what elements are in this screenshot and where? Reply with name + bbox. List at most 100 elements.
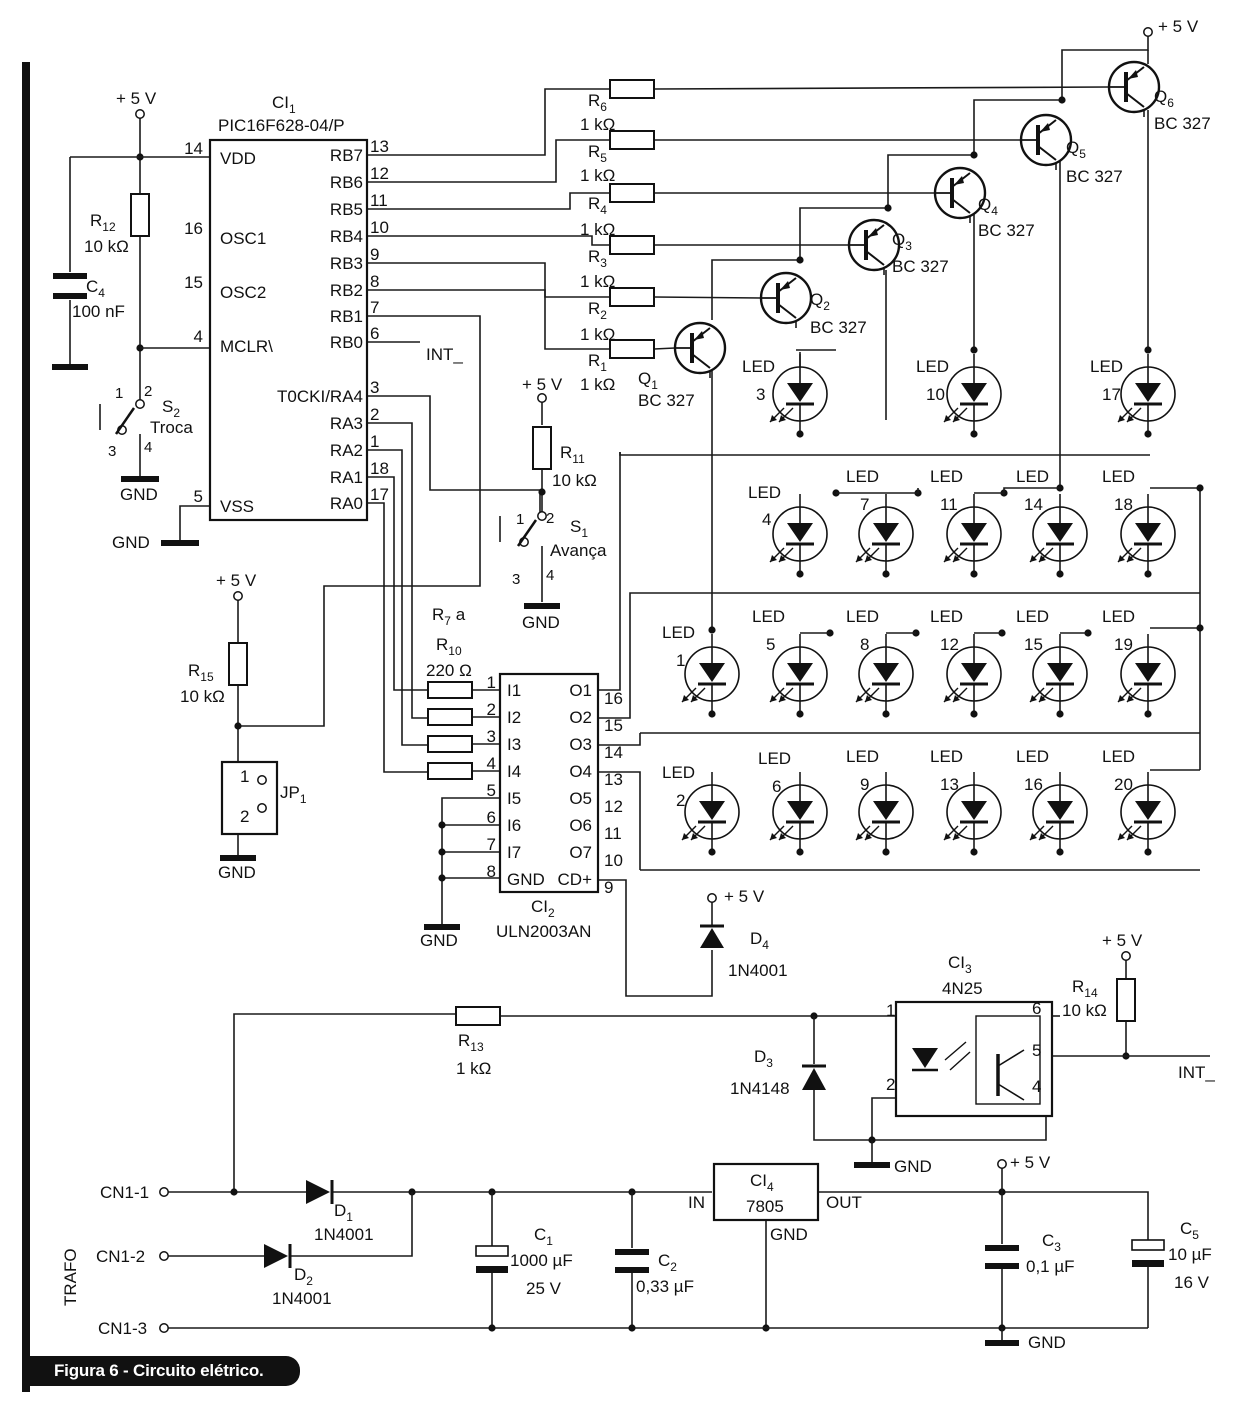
junction-dot	[882, 710, 890, 718]
ic2-pin-number: 3	[487, 727, 496, 746]
ic2-pin-name: GND	[507, 870, 545, 889]
light-arrowhead	[1118, 415, 1125, 422]
junction-dot	[796, 570, 804, 578]
ic2-pin-number: 5	[487, 781, 496, 800]
ic1-pin-number: 8	[370, 272, 379, 291]
junction-dot	[488, 1324, 496, 1332]
ic2-pin-name: I1	[507, 681, 521, 700]
ic3-collector	[997, 1049, 1025, 1067]
cn1-3-label: CN1-3	[98, 1319, 147, 1338]
junction-dot	[628, 1324, 636, 1332]
junction-dot	[796, 430, 804, 438]
led-13-label: LED	[930, 747, 963, 766]
ic2-pin-number: 4	[487, 754, 496, 773]
ic4-part: 7805	[746, 1197, 784, 1216]
d2-part: 1N4001	[272, 1289, 332, 1308]
r11-designator: R11	[560, 443, 585, 466]
int-label-opto: INT_	[1178, 1063, 1215, 1082]
c1-voltage: 25 V	[526, 1279, 562, 1298]
r6-designator: R6	[588, 91, 607, 114]
ic3-ray	[944, 1041, 967, 1061]
led-15-label: LED	[1016, 607, 1049, 626]
d3-body	[802, 1068, 826, 1090]
s1-name: Avança	[550, 541, 607, 560]
light-arrowhead	[1118, 833, 1125, 840]
wire	[367, 449, 428, 746]
r2-value: 1 kΩ	[580, 325, 615, 344]
ic2-pin-number: 11	[604, 824, 622, 843]
junction-dot	[884, 204, 892, 212]
ic1-pin-name: RB4	[330, 227, 363, 246]
ic1-pin-number: 14	[184, 139, 203, 158]
supply-label: + 5 V	[1158, 17, 1199, 36]
ic2-pin-number: 1	[487, 673, 496, 692]
light-arrowhead	[944, 695, 951, 702]
led-1-label: LED	[662, 623, 695, 642]
r13-value: 1 kΩ	[456, 1059, 491, 1078]
led-triangle	[873, 801, 899, 820]
terminal-circle	[537, 511, 547, 521]
wire	[290, 1192, 413, 1257]
light-arrowhead	[1039, 833, 1046, 840]
s2-pin: 3	[108, 443, 116, 460]
ic3-part: 4N25	[942, 979, 983, 998]
led-9-label: LED	[846, 747, 879, 766]
ic3-designator: CI3	[948, 953, 972, 976]
s1-pin: 1	[516, 511, 524, 528]
led-triangle	[699, 663, 725, 682]
ic2-pin-name: I2	[507, 708, 521, 727]
r7-r10-designator: R7 a	[432, 605, 466, 628]
junction-dot	[882, 848, 890, 856]
ic2-pin-number: 9	[604, 878, 613, 897]
led-1-number: 1	[676, 651, 685, 670]
led-triangle	[961, 663, 987, 682]
terminal-circle	[159, 1251, 169, 1261]
rb-trace	[367, 192, 610, 210]
d1-designator: D1	[334, 1201, 353, 1224]
light-arrowhead	[1127, 555, 1134, 562]
led-8-label: LED	[846, 607, 879, 626]
junction-dot	[230, 1188, 238, 1196]
ic2-pin-name: O4	[569, 762, 592, 781]
led-3-number: 3	[756, 385, 765, 404]
led-11-label: LED	[930, 467, 963, 486]
light-arrowhead	[856, 695, 863, 702]
ic2-pin-name: O2	[569, 708, 592, 727]
transistor-collector	[1037, 145, 1057, 161]
led-19-label: LED	[1102, 607, 1135, 626]
s2-pin: 1	[115, 385, 123, 402]
ic1-part-number: PIC16F628-04/P	[218, 116, 345, 135]
s2-gnd: GND	[120, 485, 158, 504]
ic2-uln2003	[498, 672, 600, 894]
c1-positive-plate	[475, 1245, 509, 1257]
c5-designator: C5	[1180, 1219, 1199, 1242]
r5-value: 1 kΩ	[580, 166, 615, 185]
s1-pin: 3	[512, 571, 520, 588]
ic2-pin-name: O5	[569, 789, 592, 808]
d2-designator: D2	[294, 1265, 313, 1288]
q3-designator: Q3	[892, 230, 912, 253]
ic1-pin-number: 9	[370, 245, 379, 264]
jp1-pin: 1	[240, 767, 249, 786]
ic1-pin-number: 15	[184, 273, 203, 292]
terminal-circle	[997, 1159, 1007, 1169]
c3	[985, 1245, 1019, 1251]
q2-part: BC 327	[810, 318, 867, 337]
transistor-arrow	[694, 331, 704, 340]
led-16-label: LED	[1016, 747, 1049, 766]
transistor-arrow	[954, 176, 964, 185]
q6-designator: Q6	[1154, 87, 1174, 110]
led-triangle	[961, 801, 987, 820]
junction-dot	[796, 848, 804, 856]
ic2-pin-number: 15	[604, 716, 623, 735]
r6-value: 1 kΩ	[580, 115, 615, 134]
r15	[228, 642, 248, 686]
transistor-collector	[1125, 92, 1145, 108]
light-arrowhead	[770, 695, 777, 702]
supply-label: + 5 V	[724, 887, 765, 906]
c2	[615, 1267, 649, 1273]
r7-r10-resistor	[427, 735, 473, 753]
led-triangle	[699, 801, 725, 820]
wire	[598, 592, 650, 719]
ic3-inner	[975, 1015, 1041, 1105]
